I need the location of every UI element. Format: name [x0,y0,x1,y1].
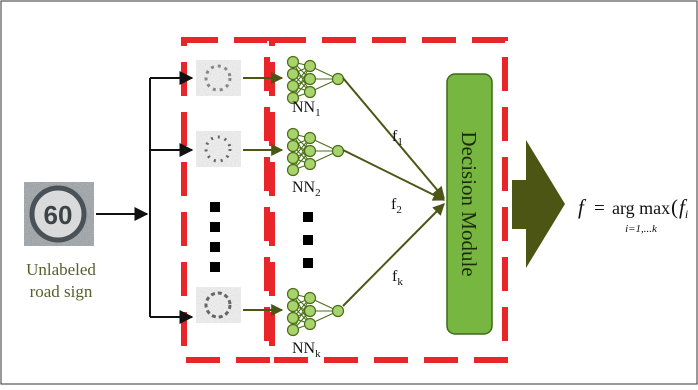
nn-label-1: NN1 [292,99,321,119]
nn-node [288,129,299,140]
nn-node [305,306,316,317]
nn-node [288,313,299,324]
nn-node [288,69,299,80]
image-ellipsis [210,202,220,272]
nn-node [288,165,299,176]
output-big-arrow [512,140,565,268]
decision-module-label: Decision Module [457,131,481,276]
nn-node [288,289,299,300]
nn-node [305,319,316,330]
nn-node [333,306,344,317]
input-caption-line2: road sign [30,282,93,301]
nn-node [305,159,316,170]
nn-label-2: NN2 [292,179,321,199]
nn-node [288,153,299,164]
nn-node [305,61,316,72]
output-label-1: f1 [392,128,403,148]
nn-node [288,57,299,68]
output-label-k: fk [392,268,403,288]
formula-var: fi [679,195,688,221]
formula-paren: ( [671,195,678,219]
nn-node [333,74,344,85]
formula-lhs: f [578,195,587,219]
perturbed-image-1 [196,60,241,96]
nn-node [333,146,344,157]
perturbed-image-k [196,287,241,323]
nn-glyph-2 [288,129,344,176]
nn-node [305,146,316,157]
formula-equals: = [594,198,605,219]
nn-node [288,141,299,152]
nn-node [305,74,316,85]
network-ellipsis [303,212,313,268]
outer-frame [1,1,697,384]
output-label-2: f2 [391,196,402,216]
input-caption-line1: Unlabeled [26,260,96,279]
output-arrow-2 [343,150,444,200]
formula-range: i=1,...k [625,223,658,235]
nn-node [305,87,316,98]
road-sign-number: 60 [44,200,73,230]
nn-node [305,293,316,304]
nn-node [288,301,299,312]
nn-glyph-k [288,289,344,336]
formula-op: arg max [612,198,670,218]
nn-node [288,81,299,92]
road-sign-image: 60 [24,182,94,246]
perturbed-image-2 [196,131,241,167]
nn-node [305,133,316,144]
argmax-formula: f = arg max ( fi i=1,...k [578,195,688,235]
output-arrow-k [343,204,444,306]
nn-node [288,325,299,336]
nn-glyph-1 [288,57,344,104]
